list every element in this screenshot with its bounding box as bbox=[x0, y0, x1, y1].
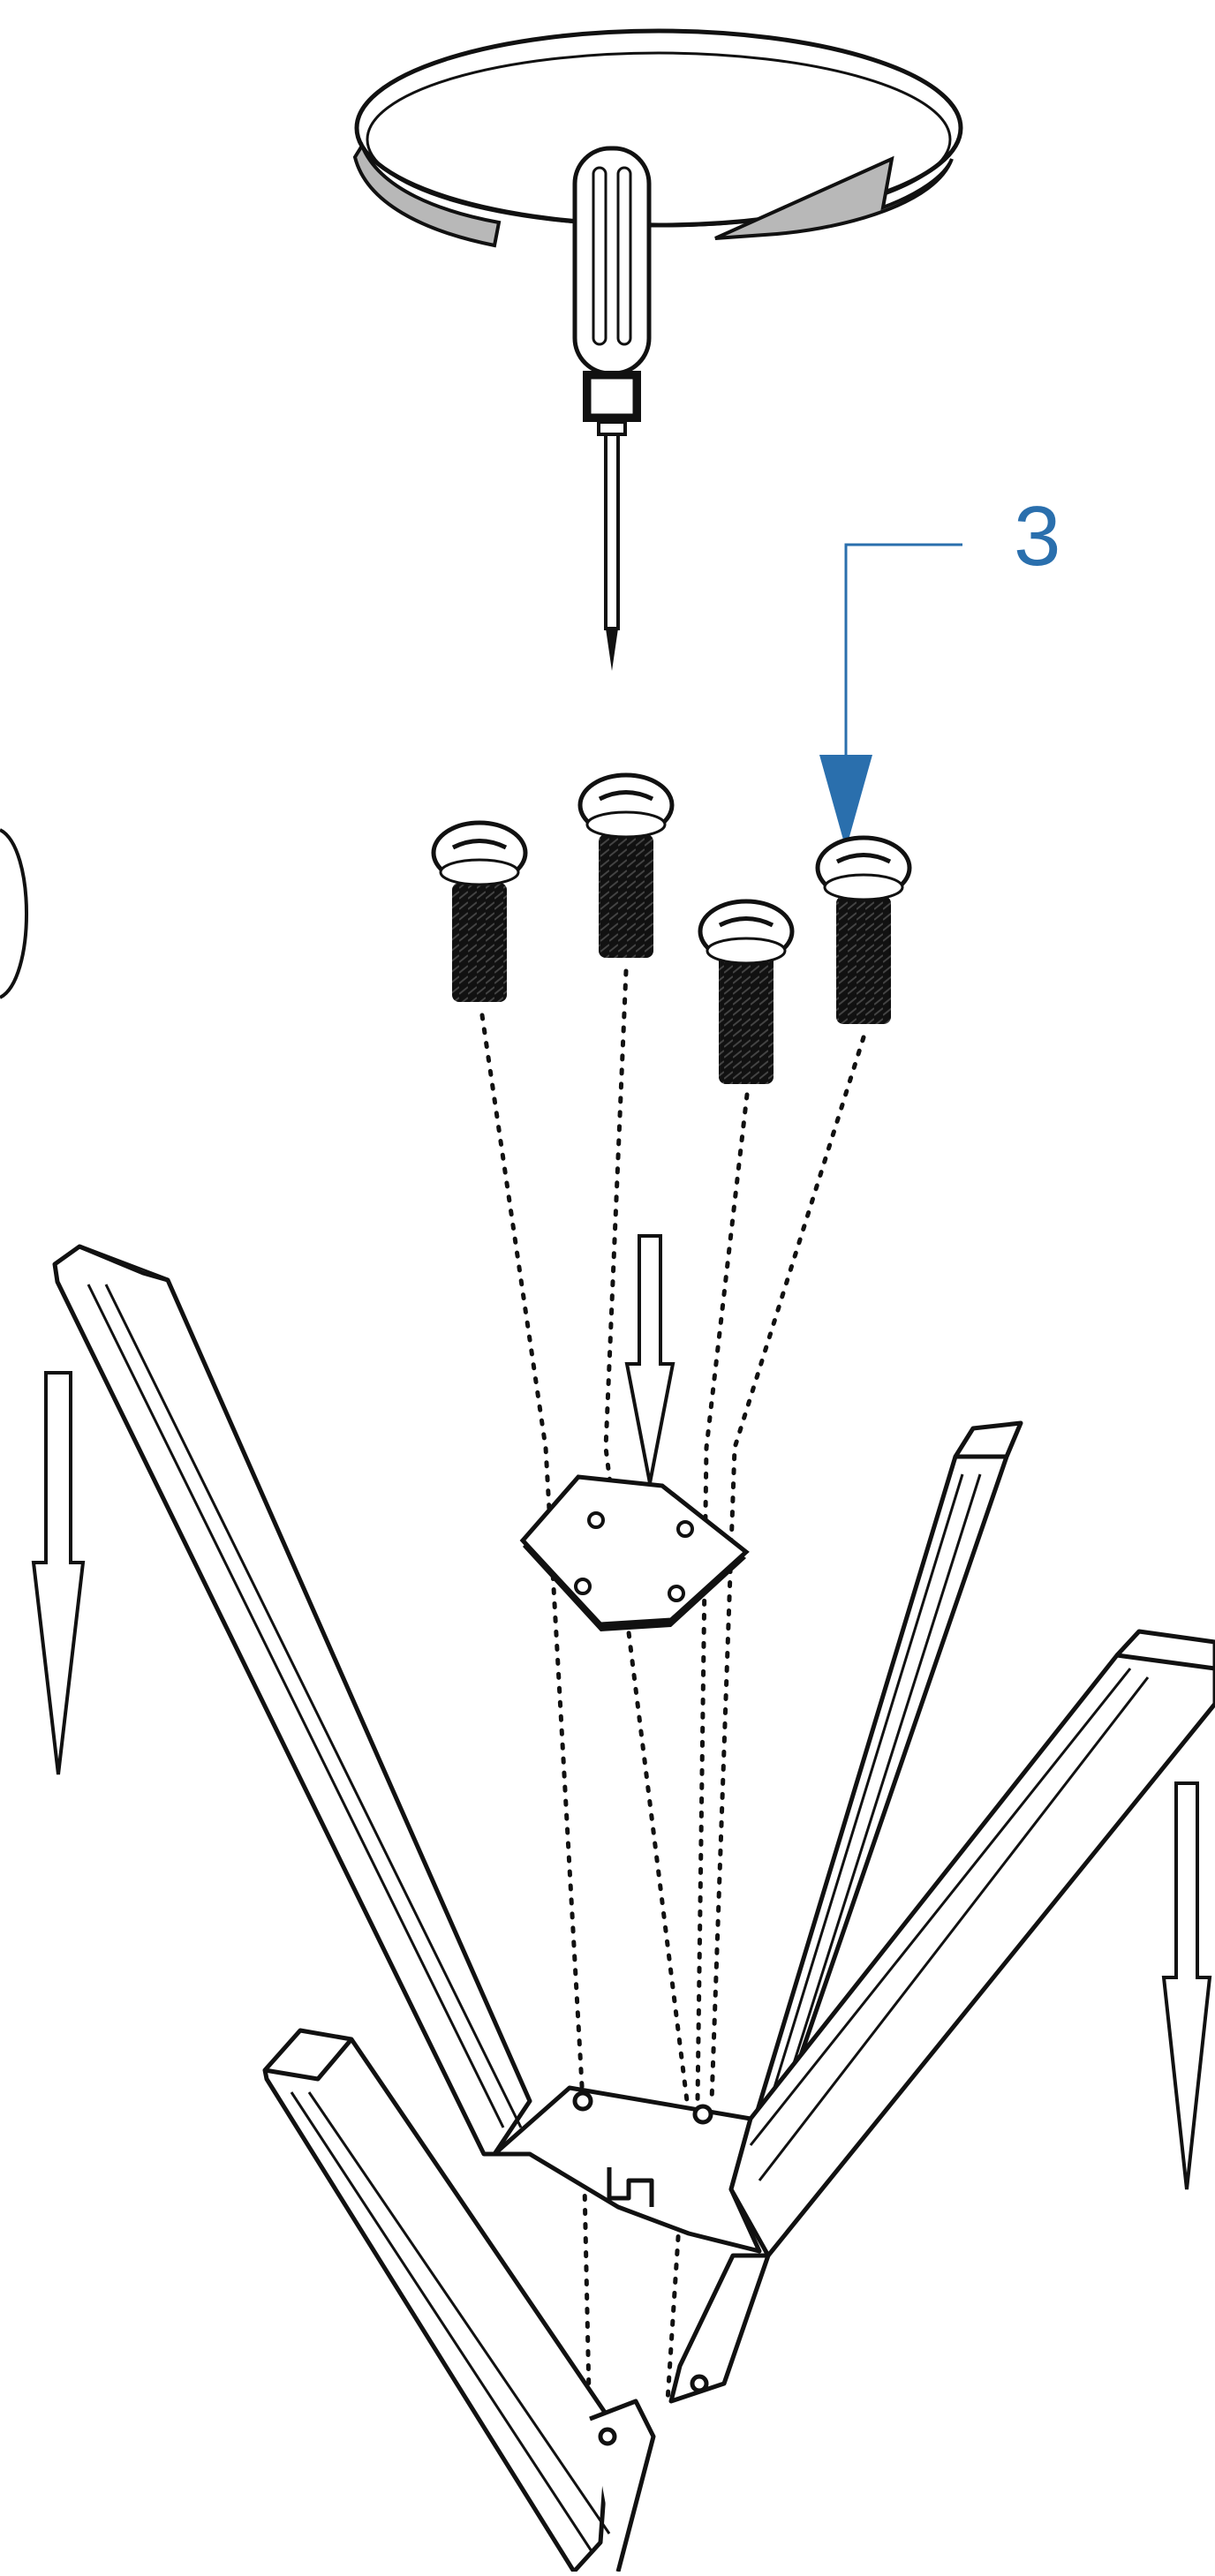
callout-pointer bbox=[819, 545, 962, 849]
frame-center-hub bbox=[494, 2088, 759, 2251]
screw-icon bbox=[700, 901, 792, 1084]
down-arrow-icon bbox=[34, 1373, 83, 1774]
detail-circle-icon bbox=[0, 830, 26, 998]
rotation-arrow-icon bbox=[355, 31, 961, 245]
screw-icon bbox=[818, 838, 909, 1024]
screwdriver-icon bbox=[575, 148, 649, 671]
frame-leg-right bbox=[731, 1631, 1215, 2256]
down-arrow-icon bbox=[1164, 1783, 1210, 2189]
down-arrow-icon bbox=[627, 1236, 673, 1483]
screw-icon bbox=[434, 823, 525, 1002]
frame-leg-left bbox=[55, 1247, 530, 2154]
screw-icon bbox=[580, 775, 672, 958]
callout-number: 3 bbox=[1014, 494, 1060, 579]
